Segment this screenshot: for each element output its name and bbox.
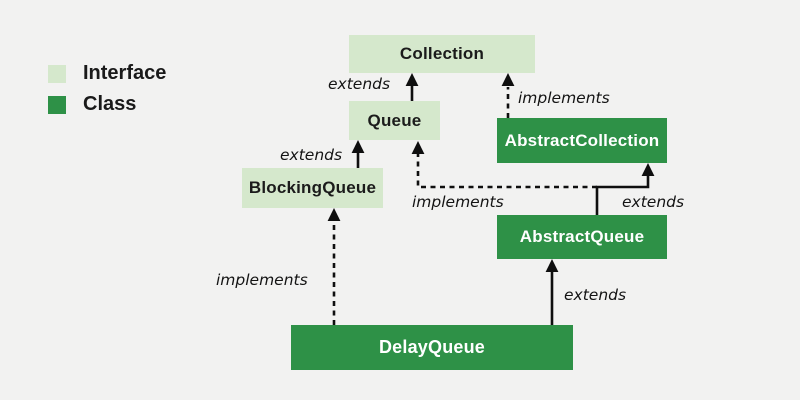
- arrowhead-icon: [351, 140, 365, 153]
- node-abstract-collection: AbstractCollection: [497, 118, 667, 163]
- edge-blockingqueue-extends-queue: [351, 140, 365, 168]
- edge-delayqueue-implements-blockingqueue: [327, 208, 341, 325]
- edge-label-extends-abstractqueue-abstractcollection: extends: [622, 193, 685, 211]
- node-abstract-collection-label: AbstractCollection: [504, 130, 660, 150]
- edge-label-extends-queue-collection: extends: [328, 75, 391, 93]
- edge-label-implements-delayqueue-blockingqueue: implements: [216, 271, 308, 289]
- arrowhead-icon: [327, 208, 341, 221]
- edge-label-implements-abstractqueue-queue: implements: [412, 193, 504, 211]
- arrowhead-icon: [411, 141, 425, 154]
- edge-abstractcollection-implements-collection: [501, 73, 515, 118]
- node-delay-queue: DelayQueue: [291, 325, 573, 370]
- edge-queue-extends-collection: [405, 73, 419, 101]
- edge-delayqueue-extends-abstractqueue: [545, 259, 559, 325]
- node-collection-label: Collection: [399, 44, 485, 63]
- legend-swatch-interface: [48, 64, 66, 83]
- node-blocking-queue-label: BlockingQueue: [248, 178, 377, 197]
- node-blocking-queue: BlockingQueue: [242, 168, 383, 208]
- arrowhead-icon: [641, 163, 655, 176]
- node-collection: Collection: [349, 35, 535, 73]
- arrowhead-icon: [405, 73, 419, 86]
- node-abstract-queue: AbstractQueue: [497, 215, 667, 259]
- node-abstract-queue-label: AbstractQueue: [519, 227, 645, 246]
- legend-label-class: Class: [83, 93, 137, 115]
- edge-abstractqueue-implements-queue: [411, 141, 597, 189]
- legend-swatch-class: [48, 95, 66, 114]
- edge-label-implements-abstractcollection-collection: implements: [518, 89, 610, 107]
- node-queue: Queue: [349, 101, 440, 140]
- node-queue-label: Queue: [367, 110, 422, 130]
- edge-abstractqueue-extends-abstractcollection: [595, 163, 655, 215]
- legend-label-interface: Interface: [83, 62, 167, 84]
- edge-label-extends-delayqueue-abstractqueue: extends: [564, 286, 627, 304]
- node-delay-queue-label: DelayQueue: [378, 337, 486, 357]
- edge-label-extends-blockingqueue-queue: extends: [280, 146, 343, 164]
- arrowhead-icon: [545, 259, 559, 272]
- arrowhead-icon: [501, 73, 515, 86]
- legend-item-interface: Interface: [48, 62, 166, 85]
- legend-item-class: Class: [48, 93, 136, 116]
